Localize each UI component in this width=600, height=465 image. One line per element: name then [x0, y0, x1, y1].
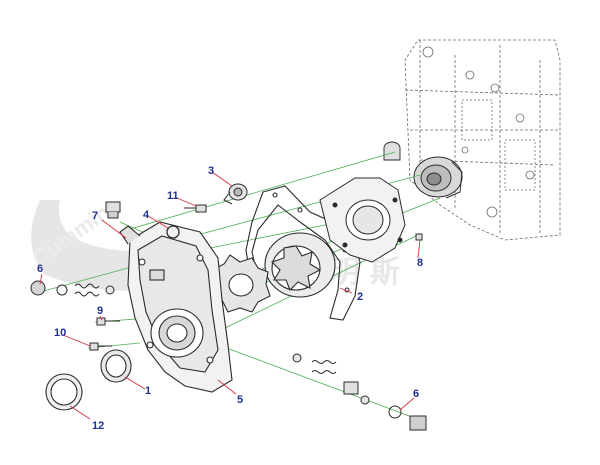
part-bolt-11 [184, 204, 207, 213]
part-front-cover [119, 221, 233, 393]
callout-1: 1 [145, 385, 151, 397]
part-o-ring-4 [166, 225, 180, 239]
callout-9: 9 [97, 305, 103, 317]
part-relief-valve-stack [292, 353, 427, 431]
callout-2: 2 [357, 291, 363, 303]
seal-housing-plate [319, 177, 406, 263]
callout-leader-lines [39, 171, 421, 420]
part-inner-gear [211, 254, 271, 313]
callout-11: 11 [167, 190, 179, 202]
part-fitting [105, 201, 121, 219]
part-seal-1 [100, 349, 132, 383]
part-plug-left [30, 280, 115, 297]
crankshaft-hub [413, 156, 463, 199]
callout-5: 5 [237, 394, 243, 406]
engine-dowel-fitting [383, 141, 401, 161]
callout-7: 7 [92, 210, 98, 222]
part-cap-fitting [223, 183, 248, 205]
callout-12: 12 [92, 420, 104, 432]
part-gerotor-outer [264, 232, 336, 298]
callout-4: 4 [143, 209, 150, 221]
callout-6-right: 6 [413, 388, 419, 400]
callout-labels: 1 2 3 4 5 6 6 7 8 9 10 11 12 [37, 165, 423, 432]
callout-8: 8 [417, 257, 423, 269]
callout-3: 3 [208, 165, 214, 177]
part-bolt-8 [415, 233, 423, 241]
part-wear-sleeve-12 [45, 373, 83, 411]
callout-6-left: 6 [37, 263, 43, 275]
engine-block-outline [404, 39, 561, 241]
callout-10: 10 [54, 327, 66, 339]
